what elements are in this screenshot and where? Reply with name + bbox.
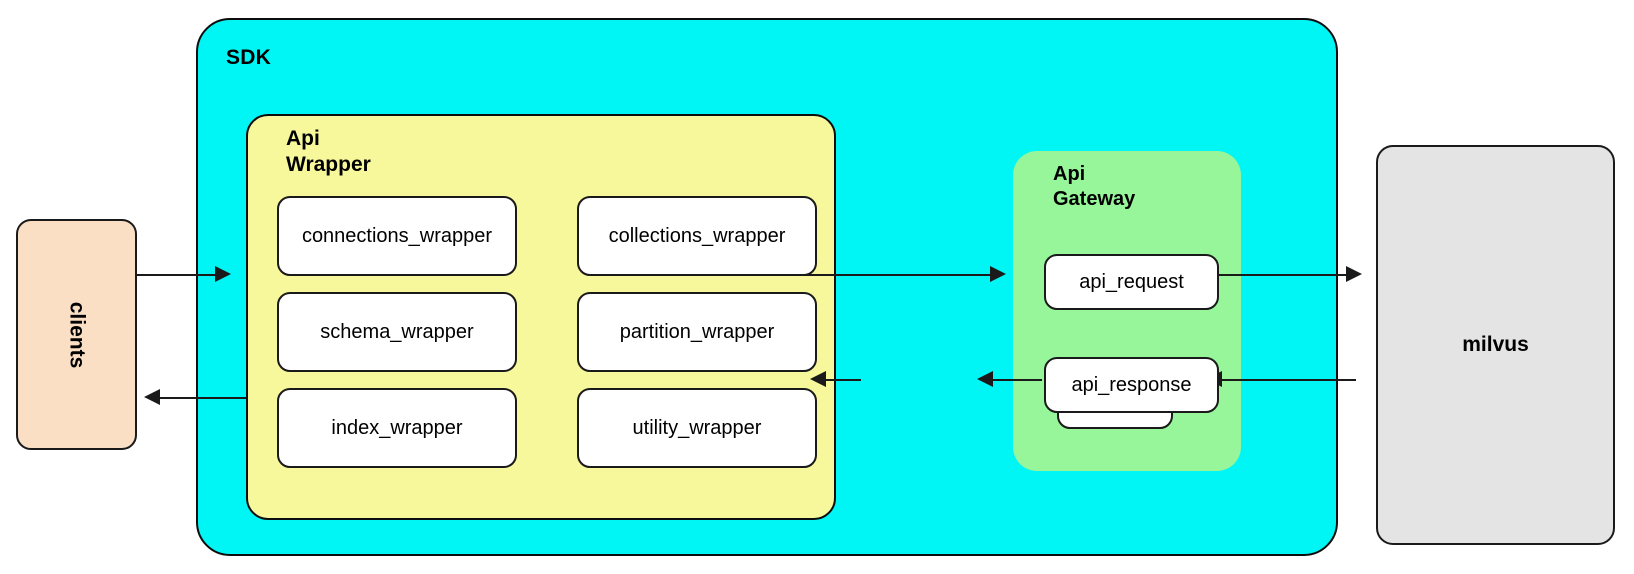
module-label: utility_wrapper (632, 416, 762, 439)
api-gateway-label: Api Gateway (1053, 163, 1136, 210)
edge-checker-to-wrapper (825, 379, 861, 381)
node-label: api_request (1079, 270, 1184, 293)
module-connections-wrapper[interactable]: connections_wrapper (277, 196, 517, 276)
api-gateway-container[interactable]: Api Gateway api_request api_response (1013, 151, 1241, 471)
edge-wrapper-to-clients (160, 397, 246, 399)
clients-box[interactable]: clients (16, 219, 137, 450)
milvus-label: milvus (1462, 333, 1529, 356)
edge-response-to-checker (992, 379, 1042, 381)
node-api-response[interactable]: api_response (1044, 357, 1219, 413)
module-label: schema_wrapper (320, 320, 474, 343)
edge-request-to-milvus (1206, 274, 1350, 276)
edge-clients-to-wrapper (137, 274, 219, 276)
module-label: collections_wrapper (608, 224, 786, 247)
arrowhead-wrapper-to-clients-icon (144, 389, 160, 405)
arrowhead-checker-to-wrapper-icon (810, 371, 826, 387)
edge-wrapper-to-gateway (800, 274, 994, 276)
sdk-label: SDK (226, 46, 271, 69)
module-label: connections_wrapper (301, 224, 493, 247)
api-wrapper-container[interactable]: Api Wrapper connections_wrapper collecti… (246, 114, 836, 520)
module-index-wrapper[interactable]: index_wrapper (277, 388, 517, 468)
module-collections-wrapper[interactable]: collections_wrapper (577, 196, 817, 276)
api-wrapper-label: Api Wrapper (286, 127, 371, 176)
arrowhead-request-to-milvus-icon (1346, 266, 1362, 282)
arrowhead-clients-to-wrapper-icon (215, 266, 231, 282)
milvus-box[interactable]: milvus (1376, 145, 1615, 545)
module-partition-wrapper[interactable]: partition_wrapper (577, 292, 817, 372)
module-schema-wrapper[interactable]: schema_wrapper (277, 292, 517, 372)
module-label: index_wrapper (331, 416, 463, 439)
arrowhead-response-to-checker-icon (977, 371, 993, 387)
module-utility-wrapper[interactable]: utility_wrapper (577, 388, 817, 468)
clients-label: clients (65, 301, 89, 368)
node-api-request[interactable]: api_request (1044, 254, 1219, 310)
sdk-container[interactable]: SDK Api Wrapper connections_wrapper coll… (196, 18, 1338, 556)
node-label: api_response (1071, 373, 1192, 396)
arrowhead-wrapper-to-gateway-icon (990, 266, 1006, 282)
module-label: partition_wrapper (619, 320, 775, 343)
edge-milvus-to-response (1221, 379, 1356, 381)
